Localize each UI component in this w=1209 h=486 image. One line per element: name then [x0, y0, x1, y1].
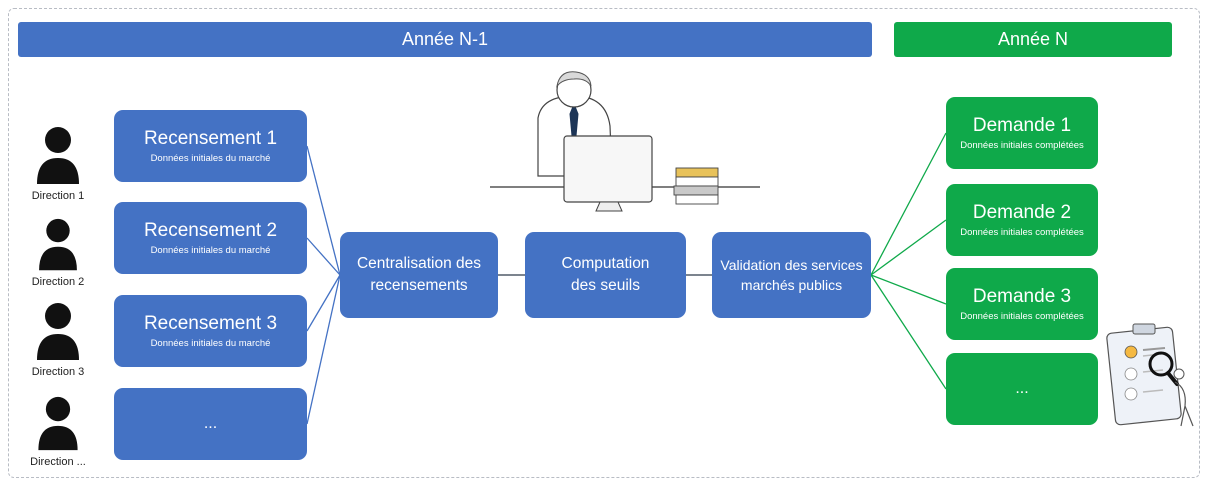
demande-3-box: Demande 3 Données initiales complétées [946, 268, 1098, 340]
validation-label: Validation des services marchés publics [720, 257, 863, 293]
left-connectors [306, 145, 341, 425]
person-icon [38, 396, 78, 451]
demande-more-box: ... [946, 353, 1098, 425]
demande-title: Demande 1 [972, 114, 1072, 136]
centralisation-box: Centralisation des recensements [340, 232, 498, 318]
clipboard-search-illustration [1106, 323, 1194, 427]
recensement-2-box: Recensement 2 Données initiales du march… [114, 202, 307, 274]
computation-label: Computation des seuils [561, 255, 650, 294]
person-icon [37, 303, 79, 360]
demande-ellipsis: ... [1015, 380, 1029, 397]
recensement-more-box: ... [114, 388, 307, 460]
computation-box: Computation des seuils [525, 232, 686, 318]
recensement-ellipsis: ... [203, 415, 218, 432]
recensement-1-box: Recensement 1 Données initiales du march… [114, 110, 307, 182]
office-worker-illustration [490, 71, 760, 212]
demande-title: Demande 2 [972, 201, 1072, 223]
diagram-frame [8, 8, 1200, 478]
direction-3: Direction 3 [28, 302, 88, 378]
direction-label: Direction 1 [31, 190, 85, 202]
recensement-title: Recensement 3 [143, 312, 278, 334]
recensement-title: Recensement 1 [143, 127, 278, 149]
recensement-subtitle: Données initiales du marché [150, 337, 271, 349]
recensement-subtitle: Données initiales du marché [150, 244, 271, 256]
demande-subtitle: Données initiales complétées [960, 139, 1084, 151]
right-connectors [870, 132, 947, 390]
direction-2: Direction 2 [28, 218, 88, 288]
direction-4: Direction ... [28, 396, 88, 468]
direction-label: Direction 3 [31, 366, 85, 378]
centralisation-label: Centralisation des recensements [356, 255, 482, 294]
demande-subtitle: Données initiales complétées [960, 226, 1084, 238]
person-icon [37, 127, 79, 184]
recensement-3-box: Recensement 3 Données initiales du march… [114, 295, 307, 367]
demande-subtitle: Données initiales complétées [960, 310, 1084, 322]
demande-2-box: Demande 2 Données initiales complétées [946, 184, 1098, 256]
recensement-subtitle: Données initiales du marché [150, 152, 271, 164]
demande-1-box: Demande 1 Données initiales complétées [946, 97, 1098, 169]
recensement-title: Recensement 2 [143, 219, 278, 241]
direction-label: Direction ... [30, 456, 86, 468]
direction-1: Direction 1 [28, 126, 88, 202]
direction-label: Direction 2 [31, 276, 85, 288]
person-icon [39, 218, 77, 271]
banner-annee-n: Année N [894, 22, 1172, 57]
demande-title: Demande 3 [972, 285, 1072, 307]
banner-annee-n-1: Année N-1 [18, 22, 872, 57]
validation-box: Validation des services marchés publics [712, 232, 871, 318]
